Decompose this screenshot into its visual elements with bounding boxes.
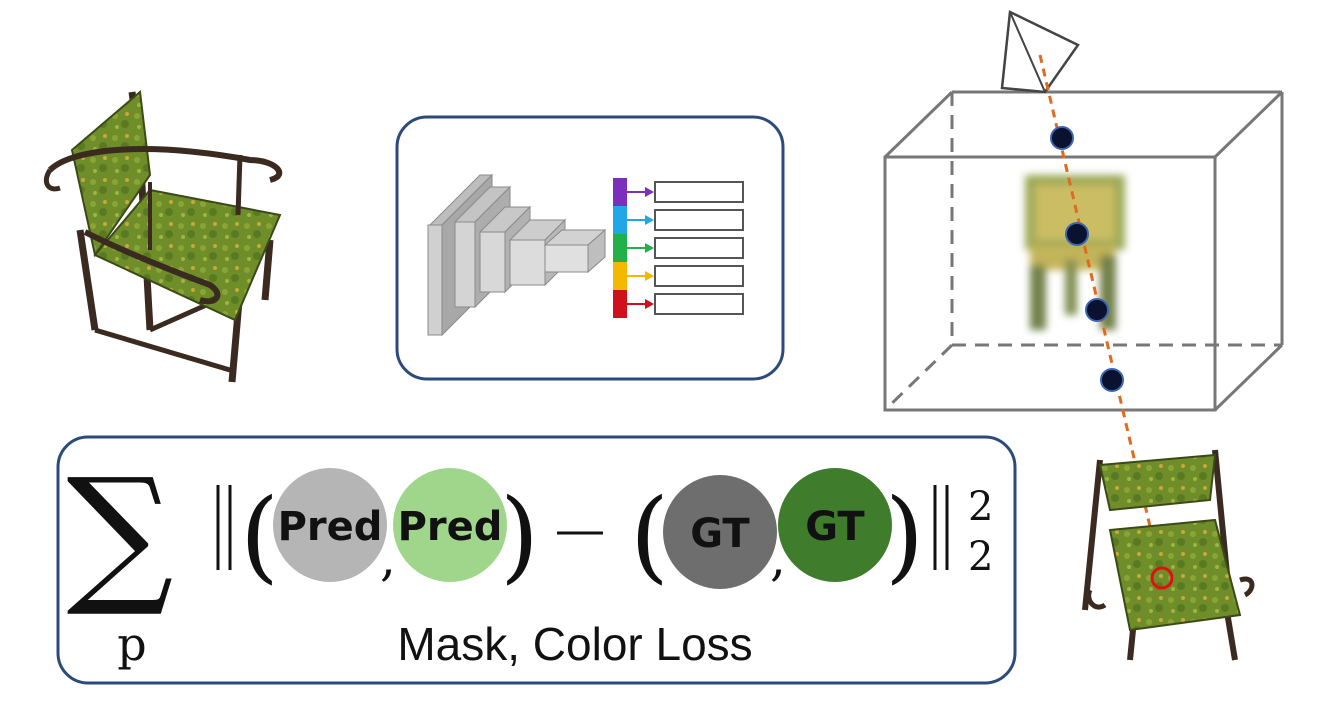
ray-sample-point	[1100, 368, 1124, 392]
pred-color-circle	[393, 468, 507, 582]
ray-sample-point	[1065, 222, 1089, 246]
norm-superscript: 2	[968, 484, 993, 530]
camera-ray	[1038, 54, 1164, 579]
close-paren: )	[500, 477, 539, 594]
pred-mask-circle	[273, 468, 387, 582]
loss-caption: Mask, Color Loss	[397, 618, 752, 670]
camera-icon	[1000, 10, 1080, 94]
feature-vector-segment	[613, 178, 627, 206]
summation-symbol: ∑	[66, 447, 173, 621]
head-arrowhead	[645, 215, 654, 225]
pred-mask-label: Pred	[278, 504, 383, 550]
head-arrowhead	[645, 243, 654, 253]
output-head-box	[654, 293, 744, 315]
loss-panel: ∑ p ( Pred , Pred ) ( GT , GT ) 2 2 Mask…	[56, 435, 1017, 685]
feature-vector-segment	[613, 234, 627, 262]
volume-box	[883, 90, 1284, 412]
summation-index: p	[117, 617, 146, 671]
head-arrowhead	[645, 299, 654, 309]
gt-color-circle	[778, 468, 892, 582]
network-panel	[395, 115, 785, 381]
target-chair-image	[1082, 449, 1255, 661]
head-arrowhead	[645, 271, 654, 281]
head-arrowhead	[645, 187, 654, 197]
feature-vector-segment	[613, 206, 627, 234]
open-paren: (	[630, 477, 669, 594]
pred-color-label: Pred	[398, 504, 503, 550]
feature-vector-segment	[613, 262, 627, 290]
output-head-box	[654, 265, 744, 287]
close-paren: )	[885, 477, 924, 594]
gt-color-label: GT	[805, 504, 865, 550]
reconstructed-chair-blur	[1025, 175, 1125, 330]
output-head-box	[654, 181, 744, 203]
norm-subscript: 2	[968, 534, 993, 580]
input-chair-image	[43, 90, 283, 383]
ray-sample-point	[1050, 126, 1074, 150]
output-head-box	[654, 237, 744, 259]
cnn-encoder-icon	[427, 173, 607, 337]
target-pixel-marker	[1150, 566, 1174, 590]
gt-mask-circle	[663, 475, 777, 589]
gt-mask-label: GT	[690, 511, 750, 557]
feature-vector-segment	[613, 290, 627, 318]
output-head-box	[654, 209, 744, 231]
comma: ,	[380, 529, 396, 587]
ray-sample-point	[1085, 298, 1109, 322]
open-paren: (	[240, 477, 279, 594]
output-heads	[613, 178, 744, 318]
